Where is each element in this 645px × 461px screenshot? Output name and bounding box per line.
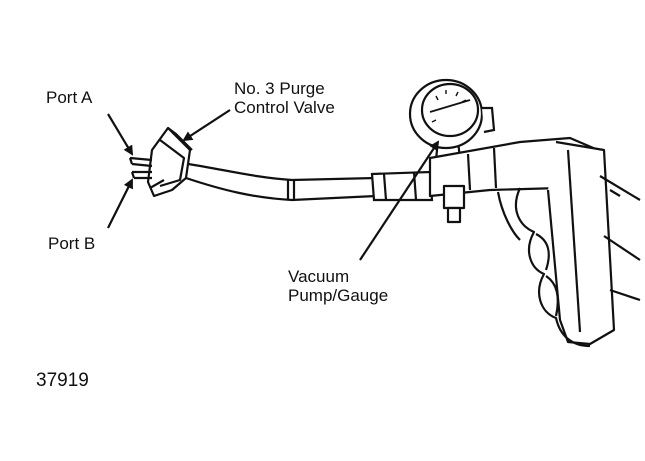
- vacuum-pump-label: Vacuum Pump/Gauge: [288, 267, 388, 305]
- hose-coupling: [370, 170, 434, 202]
- vacuum-hose: [185, 162, 377, 202]
- port-b-label: Port B: [48, 234, 96, 253]
- port-b-stub: [130, 170, 152, 180]
- purge-valve-label-line2: Control Valve: [234, 98, 335, 117]
- purge-control-valve: [128, 126, 193, 198]
- vacuum-gauge: [408, 78, 496, 150]
- arrow-port-a: [107, 113, 134, 156]
- arrow-vacuum-pump: [359, 140, 440, 261]
- port-a-label: Port A: [46, 88, 93, 107]
- port-a-stub: [128, 156, 153, 168]
- vacuum-pump-body: [428, 136, 641, 348]
- purge-valve-label: No. 3 Purge Control Valve: [234, 79, 335, 117]
- arrow-purge-valve: [182, 109, 231, 142]
- vacuum-pump-label-line1: Vacuum: [288, 267, 350, 286]
- figure-number: 37919: [36, 370, 89, 391]
- purge-valve-label-line1: No. 3 Purge: [234, 79, 325, 98]
- arrow-port-b: [107, 178, 133, 229]
- leader-arrows: [107, 109, 440, 261]
- vacuum-pump-label-line2: Pump/Gauge: [288, 286, 389, 305]
